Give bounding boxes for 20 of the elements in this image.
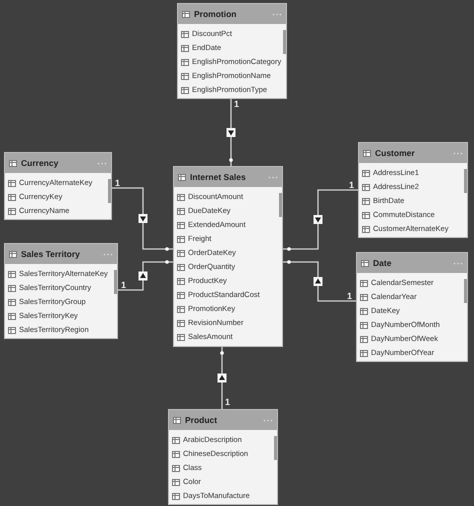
table-card — [4, 152, 112, 220]
table-card — [173, 166, 283, 347]
table-card — [356, 252, 468, 362]
table-card — [4, 243, 118, 339]
table-title: Product — [185, 414, 218, 426]
cardinality-label: 1 — [349, 181, 354, 190]
table-title: Customer — [375, 146, 416, 160]
table-title: Internet Sales — [190, 170, 247, 184]
cardinality-label: 1 — [115, 179, 120, 188]
cardinality-label: 1 — [225, 398, 230, 407]
table-title: Date — [373, 256, 392, 270]
table-card — [168, 409, 278, 505]
table-title: Sales Territory — [21, 248, 81, 260]
cardinality-label: 1 — [234, 100, 240, 109]
table-card — [358, 142, 468, 238]
cardinality-label: 1 — [347, 292, 352, 301]
cardinality-label: 1 — [121, 281, 126, 290]
table-card — [177, 3, 287, 99]
table-title: Currency — [21, 156, 60, 170]
table-title: Promotion — [194, 8, 238, 20]
